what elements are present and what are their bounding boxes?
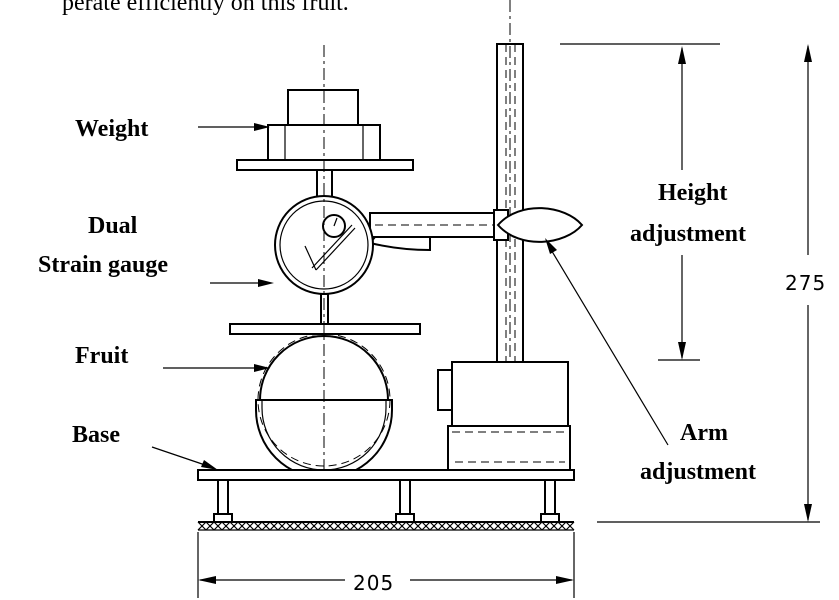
horizontal-arm xyxy=(368,207,584,252)
height-dimension-value: 275 xyxy=(785,271,826,295)
base-plate xyxy=(197,469,575,523)
label-arm: Arm xyxy=(680,420,728,446)
height-adjustment-dimension xyxy=(560,43,720,361)
overall-width-dimension: 205 xyxy=(197,532,575,598)
label-base: Base xyxy=(72,422,120,448)
overall-height-dimension: 275 xyxy=(597,44,826,523)
ground-hatch xyxy=(197,521,575,531)
vertical-column xyxy=(496,0,524,400)
label-arm-adjustment: adjustment xyxy=(640,459,756,485)
arm-adjustment-knob xyxy=(496,207,584,243)
label-leaders xyxy=(151,123,669,470)
label-dual: Dual xyxy=(88,213,138,239)
label-height: Height xyxy=(658,180,727,206)
width-dimension-value: 205 xyxy=(353,571,394,595)
lower-plate xyxy=(229,323,421,335)
motor-housing xyxy=(437,361,571,471)
label-strain-gauge: Strain gauge xyxy=(38,252,168,278)
header-text: perate efficiently on this fruit. xyxy=(62,0,349,16)
label-weight: Weight xyxy=(75,116,148,142)
label-fruit: Fruit xyxy=(75,343,128,369)
label-height-adjustment: adjustment xyxy=(630,221,746,247)
weight-stack xyxy=(236,89,414,211)
